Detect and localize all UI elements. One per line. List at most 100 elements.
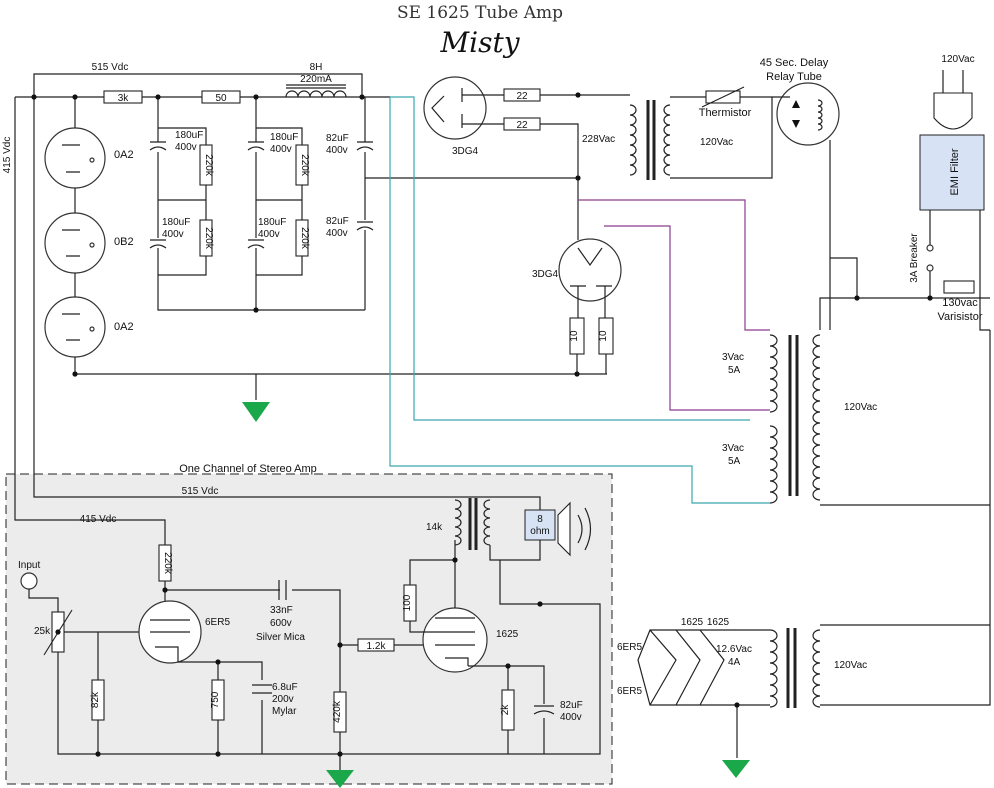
- res-1k2: [357, 638, 395, 652]
- res220k-1-label: 220k: [203, 154, 214, 177]
- heater-lead-2: [389, 97, 770, 504]
- plug-body: [933, 92, 973, 130]
- filament-lead-1: [578, 199, 770, 331]
- power-primary-label: 120Vac: [844, 402, 877, 413]
- spk-label-2: ohm: [530, 526, 549, 537]
- speaker-icon: [557, 501, 571, 557]
- rectifier-tube-2: 3DG4: [532, 238, 622, 318]
- v415-side-label: 415 Vdc: [2, 137, 13, 174]
- res-220k-2: [199, 219, 213, 257]
- power-transformer: [769, 334, 821, 504]
- c33-label-2: 600v: [270, 618, 292, 629]
- heater-drv2-label: 6ER5: [617, 686, 642, 697]
- res220k-4-label: 220k: [299, 227, 310, 250]
- fil-b-label-1: 3Vac: [722, 443, 744, 454]
- fil-a-label-1: 3Vac: [722, 352, 744, 363]
- cmylar-label-3: Mylar: [272, 706, 297, 717]
- cap-82-b: [356, 221, 374, 231]
- heater-out1-label: 1625: [681, 617, 704, 628]
- plug-prongs: [942, 70, 964, 93]
- ground-symbol-1: [242, 402, 270, 422]
- cap-82-a: [356, 141, 374, 151]
- r100-label: 100: [402, 594, 413, 611]
- res-82k: [91, 679, 105, 721]
- hv-primary-label: 120Vac: [700, 137, 733, 148]
- speaker-box: [524, 509, 556, 541]
- cap-82-bypass: [533, 705, 555, 715]
- delay-label-2: Relay Tube: [766, 71, 822, 83]
- r82k-label: 82k: [90, 691, 101, 708]
- regulator-tube-3: 0A2: [44, 273, 134, 374]
- res-220k-1: [199, 144, 213, 186]
- hv-transformer: [629, 100, 671, 180]
- res220k-2-label: 220k: [203, 227, 214, 250]
- emi-filter-label: EMI Filter: [949, 148, 961, 195]
- title-line2: Misty: [439, 26, 520, 59]
- title-line1: SE 1625 Tube Amp: [397, 3, 563, 23]
- thermistor-label: Thermistor: [699, 107, 752, 119]
- fil-b-label-2: 5A: [728, 456, 741, 467]
- r12k-label: 1.2k: [367, 641, 387, 652]
- filter-col-1: [157, 97, 365, 311]
- cap180b-label-2: 400v: [162, 229, 184, 240]
- output-transformer: [454, 498, 491, 550]
- cap-180-b: [149, 239, 167, 249]
- res22a-label: 22: [516, 91, 528, 102]
- cap180d-label-2: 400v: [258, 229, 280, 240]
- heater-primary-label: 120Vac: [834, 660, 867, 671]
- res-50-label: 50: [215, 93, 227, 104]
- plug-label: 120Vac: [941, 54, 974, 65]
- heater-drv1-label: 6ER5: [617, 642, 642, 653]
- cap180a-label-2: 400v: [175, 142, 197, 153]
- hv-228-label: 228Vac: [582, 134, 615, 145]
- cap180a-label-1: 180uF: [175, 130, 203, 141]
- c33-label-3: Silver Mica: [256, 632, 305, 643]
- cap82b-label-1: 82uF: [326, 216, 349, 227]
- cbyp-label-1: 82uF: [560, 700, 583, 711]
- channel-label: One Channel of Stereo Amp: [179, 463, 317, 475]
- res-2k: [501, 689, 515, 731]
- cbyp-label-2: 400v: [560, 712, 582, 723]
- input-label: Input: [18, 560, 40, 571]
- cap-mylar: [252, 684, 272, 694]
- c33-label-1: 33nF: [270, 605, 293, 616]
- r220k-plate-label: 220k: [162, 552, 173, 575]
- cap180d-label-1: 180uF: [258, 217, 286, 228]
- res-50: [201, 90, 241, 104]
- cap82b-label-2: 400v: [326, 228, 348, 239]
- choke-label-1: 8H: [310, 62, 323, 73]
- ot-secondary: [489, 540, 541, 561]
- v515-ch-label: 515 Vdc: [182, 486, 219, 497]
- breaker-pin-1: [926, 244, 934, 252]
- cap180c-label-2: 400v: [270, 144, 292, 155]
- hv-secondary-leads: [540, 94, 630, 240]
- pot-label: 25k: [34, 626, 51, 637]
- cap180c-label-1: 180uF: [270, 132, 298, 143]
- choke-8h: [285, 90, 347, 98]
- regulator-2-label: 0B2: [114, 236, 134, 248]
- regulator-tube-2: 0B2: [44, 188, 134, 274]
- breaker-label: 3A Breaker: [909, 233, 920, 283]
- res-220k-3: [295, 144, 309, 186]
- res-3k: [103, 90, 143, 104]
- v515-top-label: 515 Vdc: [92, 62, 129, 73]
- cap82a-label-1: 82uF: [326, 133, 349, 144]
- cap82a-label-2: 400v: [326, 145, 348, 156]
- emi-filter-box: [919, 134, 985, 211]
- regulator-3-label: 0A2: [114, 321, 134, 333]
- rect2-ground: [576, 354, 607, 374]
- bleeder-2: [256, 127, 303, 276]
- res-420k: [333, 691, 347, 733]
- heater-sec-label-1: 12.6Vac: [716, 644, 752, 655]
- heater-string: [637, 629, 770, 706]
- output-tube-label: 1625: [496, 629, 519, 640]
- output-tube: 1625: [422, 607, 519, 673]
- heater-sec-label-2: 4A: [728, 657, 741, 668]
- channel-box: [5, 473, 613, 785]
- ot-label: 14k: [426, 522, 443, 533]
- power-primary-leads: [819, 297, 990, 506]
- rect1-label: 3DG4: [452, 146, 479, 157]
- bleeder-1: [158, 127, 207, 276]
- r2k-label: 2k: [500, 704, 511, 716]
